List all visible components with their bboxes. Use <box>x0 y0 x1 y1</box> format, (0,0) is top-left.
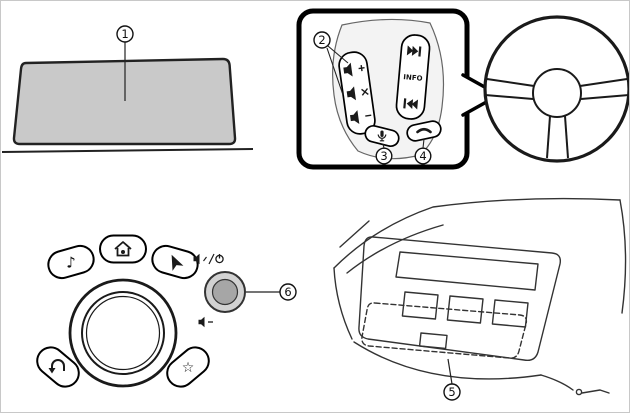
mute-power-icon <box>193 253 224 265</box>
headliner-right-line <box>619 199 627 314</box>
center-display-figure: 1 <box>1 25 254 153</box>
overhead-console-figure <box>333 197 627 396</box>
music-note-icon: ♪ <box>66 254 76 272</box>
headliner-bottom-line <box>353 341 542 380</box>
volume-knob-inner <box>211 278 239 306</box>
volume-down-small-icon <box>198 316 213 328</box>
steering-wheel <box>483 15 629 163</box>
callout-6-number: 6 <box>284 285 291 299</box>
callout-6: 6 <box>279 283 297 301</box>
headliner-edge-line <box>333 197 621 269</box>
home-button <box>99 234 147 264</box>
callout-5-leader <box>447 358 453 385</box>
callout-5-circle <box>443 383 461 401</box>
headliner-left-line <box>333 267 353 340</box>
console-button-2 <box>446 295 484 324</box>
hang-up-button-body <box>406 120 442 142</box>
callout-3-circle <box>375 147 393 165</box>
cable-doodle <box>540 374 610 396</box>
console-button-1 <box>401 291 439 320</box>
microphone-area-dashed <box>361 302 528 359</box>
seek-forward-icon <box>406 45 422 57</box>
navigation-button <box>151 244 199 280</box>
steering-wheel-hub <box>532 68 582 118</box>
callout-3-number: 3 <box>380 149 387 163</box>
steering-switch-panel: INFO 2 <box>296 8 501 170</box>
microphone-grille <box>418 332 448 350</box>
info-button-label: INFO <box>403 73 423 83</box>
music-button: ♪ <box>47 244 95 280</box>
seek-rocker-body <box>395 34 431 120</box>
pillar-line <box>339 220 370 248</box>
console-top-compartment <box>395 251 539 291</box>
overhead-console-outline <box>358 236 562 362</box>
callout-4-circle <box>414 147 432 165</box>
callout-3: 3 <box>375 147 393 165</box>
commander-switch: ♪ ☆ <box>36 234 297 388</box>
callout-2: 2 <box>313 31 331 49</box>
callout-2-leaders <box>326 45 349 96</box>
back-arrow-icon <box>48 359 65 374</box>
navigation-arrow-icon <box>171 254 184 271</box>
headliner-crease-line <box>346 224 444 274</box>
commander-dial <box>68 278 178 388</box>
volume-up-icon <box>342 62 365 78</box>
callout-2-number: 2 <box>318 33 325 47</box>
favorites-star-icon: ☆ <box>182 360 195 376</box>
microphone-icon <box>377 130 387 142</box>
callout-3-leader <box>382 143 385 149</box>
volume-down-icon <box>349 110 372 126</box>
callout-1: 1 <box>116 25 134 43</box>
seek-info-rocker-switch: INFO <box>395 34 431 120</box>
callout-2-circle <box>313 31 331 49</box>
home-icon <box>114 241 132 257</box>
dashboard-line <box>1 148 254 153</box>
callout-1-circle <box>116 25 134 43</box>
callout-4-number: 4 <box>419 149 426 163</box>
callout-4: 4 <box>414 147 432 165</box>
callout-1-number: 1 <box>121 27 128 41</box>
steering-wheel-spokes <box>484 78 629 159</box>
phone-down-icon <box>416 127 432 134</box>
seek-back-icon <box>403 98 419 110</box>
callout-4-leader <box>422 138 425 149</box>
hang-up-button <box>406 120 442 142</box>
display-screen <box>12 57 237 146</box>
callout-5-number: 5 <box>448 385 455 399</box>
volume-knob <box>193 253 246 328</box>
mute-icon <box>346 86 369 102</box>
talk-button <box>364 124 400 148</box>
back-button <box>36 346 80 388</box>
callout-6-circle <box>279 283 297 301</box>
favorites-button: ☆ <box>166 346 210 388</box>
callout-5: 5 <box>443 383 461 401</box>
